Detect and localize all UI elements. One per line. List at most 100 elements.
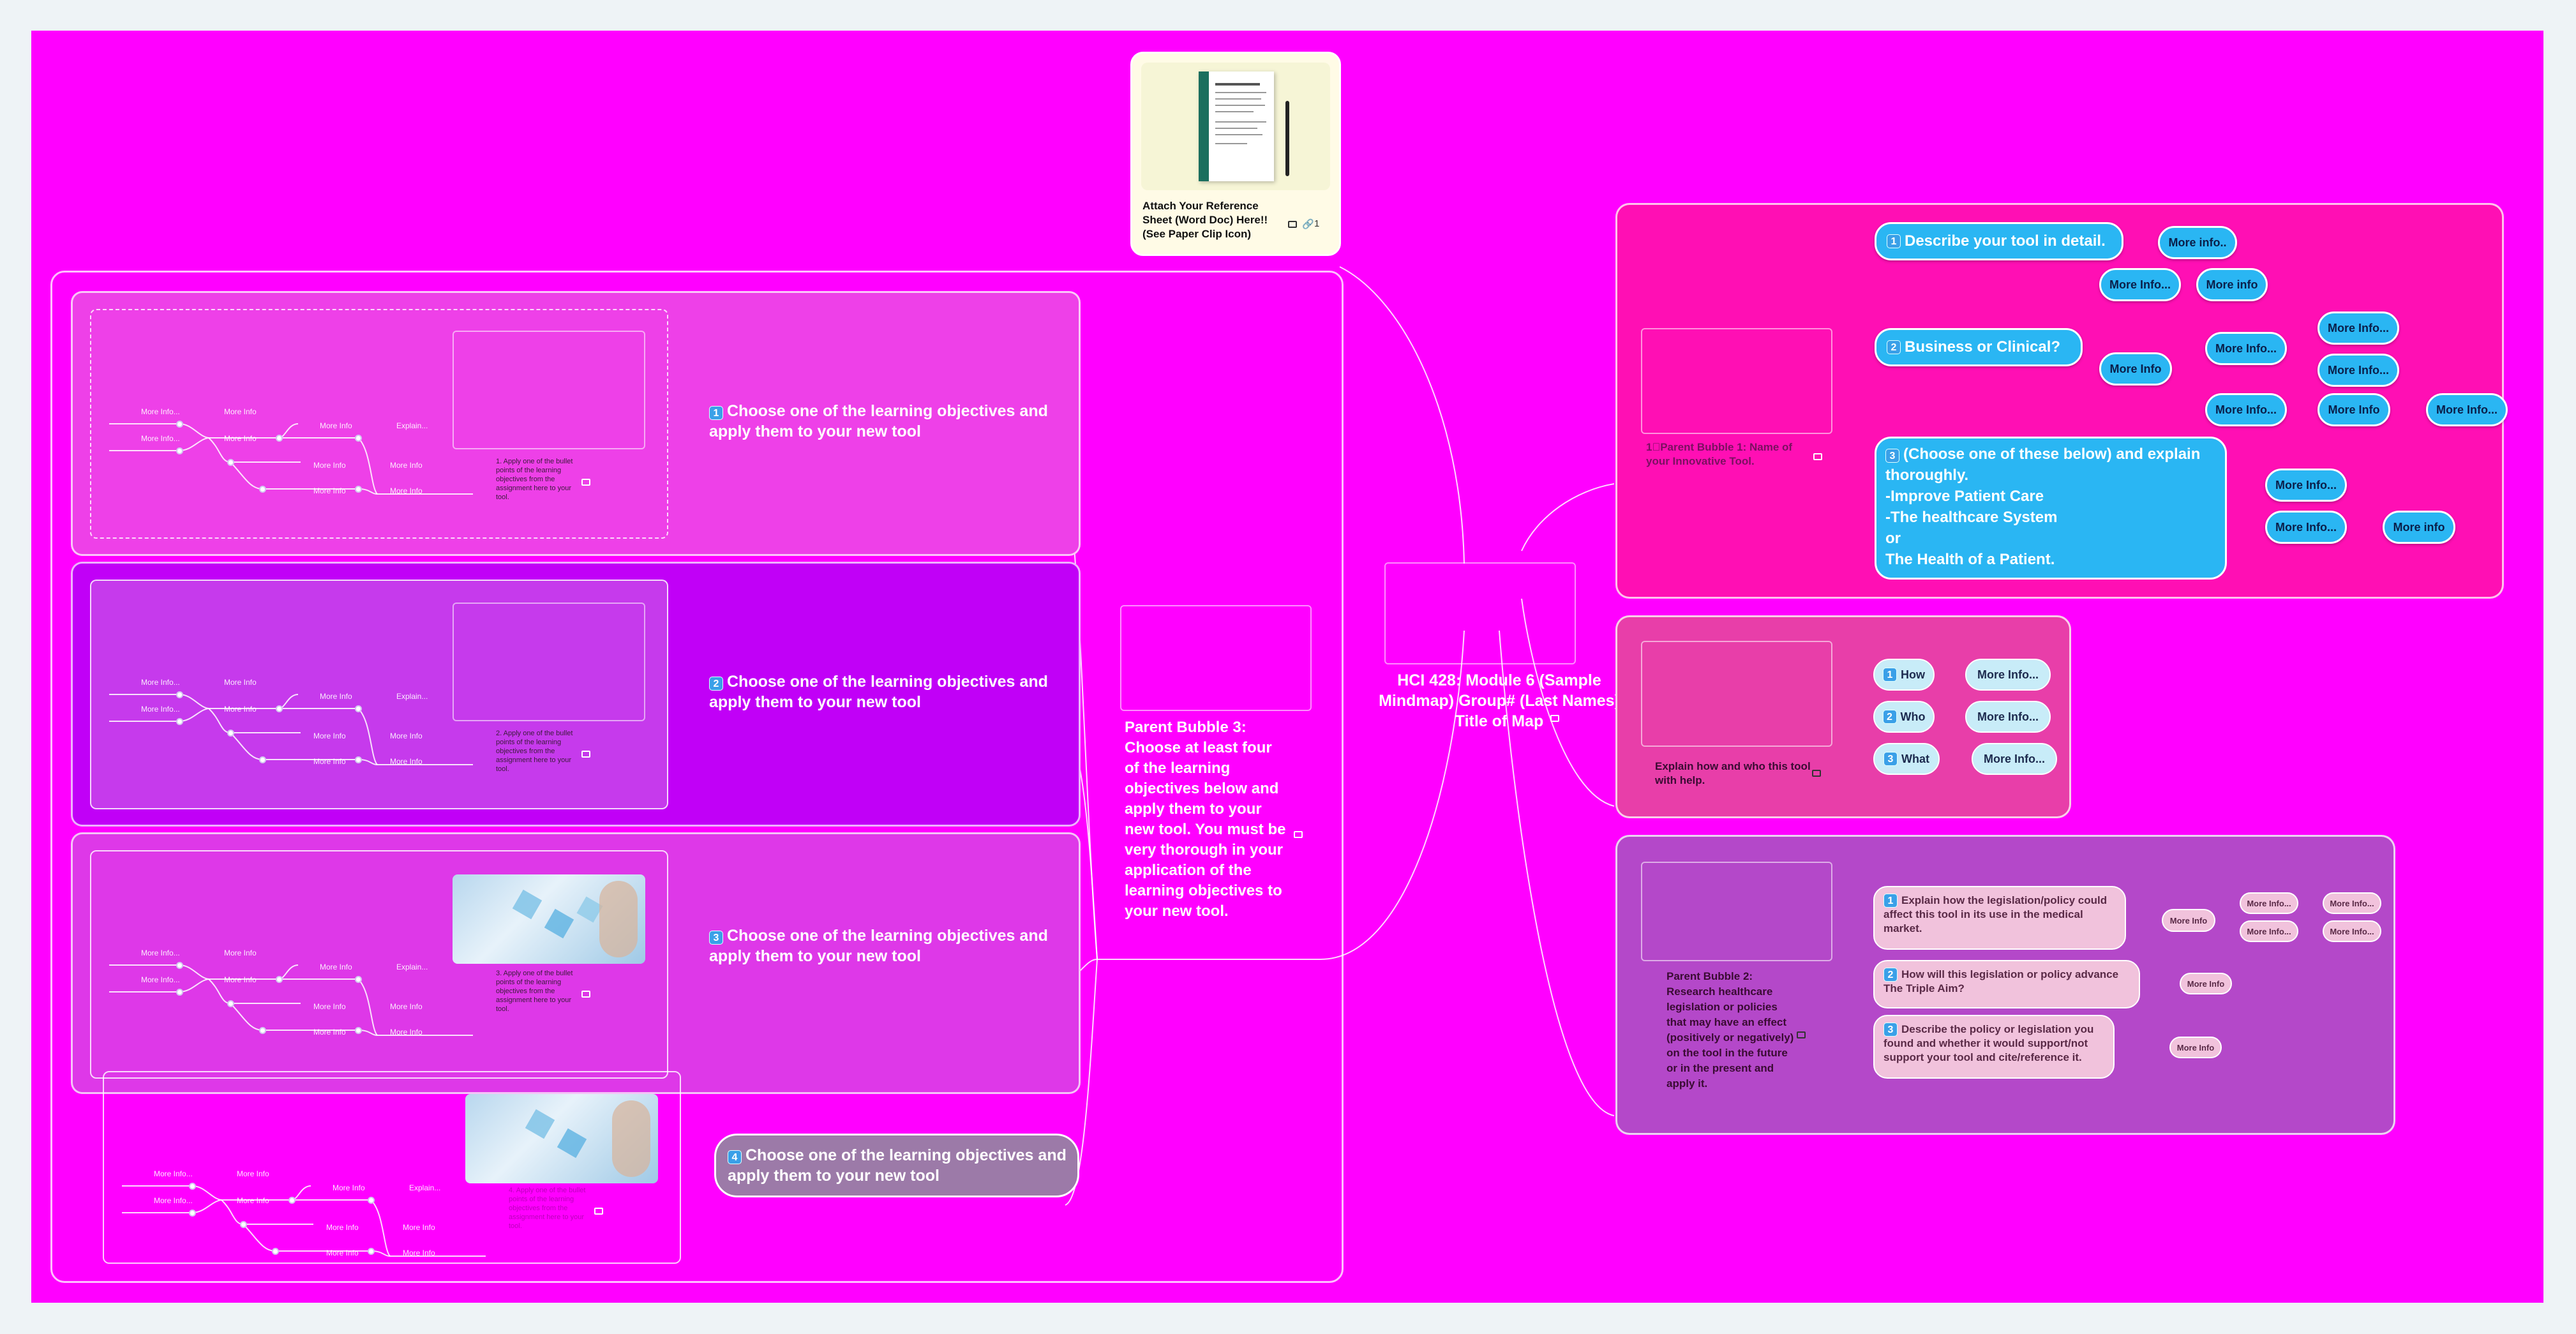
more-info-button[interactable]: More Info...: [1965, 701, 2051, 733]
more-info-button[interactable]: More Info...: [2205, 393, 2287, 426]
parent3-image[interactable]: [1120, 605, 1312, 711]
parent1-q3-pill[interactable]: 3(Choose one of these below) and explain…: [1875, 437, 2227, 580]
note-icon[interactable]: [581, 751, 590, 758]
more-info-node[interactable]: More Info: [326, 1248, 359, 1257]
central-image[interactable]: [1384, 562, 1576, 664]
more-info-node[interactable]: More Info: [224, 948, 257, 957]
more-info-button[interactable]: More Info...: [1965, 659, 2051, 691]
more-info-node[interactable]: More Info: [333, 1183, 365, 1192]
more-info-node[interactable]: More Info...: [141, 975, 180, 984]
objective-4-image[interactable]: [465, 1094, 658, 1183]
objective-3-submap[interactable]: [90, 850, 668, 1079]
more-info-button[interactable]: More Info...: [2318, 311, 2399, 345]
more-info-node[interactable]: More Info: [403, 1248, 435, 1257]
more-info-node[interactable]: More Info: [390, 757, 423, 766]
parent3-region[interactable]: [50, 271, 1344, 1283]
more-info-node[interactable]: More Info: [237, 1196, 269, 1205]
more-info-button[interactable]: More Info: [2162, 909, 2215, 932]
objective-1-image[interactable]: [453, 331, 645, 449]
more-info-node[interactable]: More Info: [224, 407, 257, 416]
explain-title[interactable]: Explain how and who this tool with help.: [1655, 760, 1811, 786]
note-icon[interactable]: [1294, 831, 1303, 838]
more-info-node[interactable]: More Info: [390, 731, 423, 740]
more-info-node[interactable]: Explain...: [396, 421, 428, 430]
note-icon[interactable]: [1797, 1031, 1806, 1038]
more-info-node[interactable]: More Info: [224, 975, 257, 984]
more-info-button[interactable]: More Info: [2180, 973, 2232, 994]
objective-2-image[interactable]: [453, 603, 645, 721]
more-info-node[interactable]: Explain...: [409, 1183, 441, 1192]
more-info-node[interactable]: More Info...: [154, 1169, 193, 1178]
more-info-node[interactable]: More Info: [390, 461, 423, 470]
paperclip-icon[interactable]: 🔗: [1302, 219, 1314, 230]
explain-image[interactable]: [1641, 641, 1832, 747]
more-info-button[interactable]: More Info...: [2323, 892, 2381, 914]
note-icon[interactable]: [581, 479, 590, 486]
note-icon[interactable]: [1550, 715, 1559, 722]
more-info-node[interactable]: More Info...: [141, 948, 180, 957]
image-icon[interactable]: [1288, 221, 1297, 228]
more-info-node[interactable]: More Info: [224, 678, 257, 687]
more-info-node[interactable]: More Info: [313, 1028, 346, 1037]
objective-2-submap[interactable]: [90, 580, 668, 809]
more-info-button[interactable]: More Info: [2099, 352, 2172, 386]
objective-1-submap[interactable]: [90, 309, 668, 539]
parent3-title[interactable]: Parent Bubble 3: Choose at least four of…: [1125, 719, 1286, 920]
more-info-button[interactable]: More Info...: [2205, 332, 2287, 365]
more-info-button[interactable]: More Info...: [2318, 354, 2399, 387]
more-info-button[interactable]: More Info...: [2426, 393, 2508, 426]
more-info-node[interactable]: More Info: [313, 757, 346, 766]
more-info-node[interactable]: More Info...: [141, 434, 180, 443]
more-info-button[interactable]: More Info...: [2265, 511, 2347, 544]
parent2-title[interactable]: Parent Bubble 2: Research healthcare leg…: [1666, 970, 1794, 1090]
more-info-node[interactable]: More Info: [237, 1169, 269, 1178]
more-info-node[interactable]: More Info: [390, 1028, 423, 1037]
more-info-node[interactable]: More Info: [224, 705, 257, 714]
note-icon[interactable]: [1812, 770, 1821, 777]
more-info-node[interactable]: Explain...: [396, 963, 428, 971]
more-info-button[interactable]: More info: [2196, 268, 2268, 301]
more-info-node[interactable]: More Info: [313, 486, 346, 495]
more-info-node[interactable]: More Info...: [154, 1196, 193, 1205]
more-info-node[interactable]: More Info...: [141, 678, 180, 687]
more-info-node[interactable]: More Info: [326, 1223, 359, 1232]
more-info-node[interactable]: More Info: [320, 963, 352, 971]
more-info-button[interactable]: More Info...: [2240, 892, 2298, 914]
more-info-node[interactable]: More Info...: [141, 705, 180, 714]
more-info-node[interactable]: More Info: [403, 1223, 435, 1232]
mindmap-canvas[interactable]: Attach Your Reference Sheet (Word Doc) H…: [31, 31, 2543, 1303]
parent1-image[interactable]: [1641, 328, 1832, 434]
more-info-node[interactable]: More Info: [390, 486, 423, 495]
more-info-node[interactable]: More Info...: [141, 407, 180, 416]
more-info-node[interactable]: More Info: [390, 1002, 423, 1011]
note-icon[interactable]: [581, 991, 590, 998]
more-info-node[interactable]: More Info: [313, 731, 346, 740]
objective-1-panel[interactable]: [71, 291, 1081, 556]
parent2-image[interactable]: [1641, 862, 1832, 961]
note-icon[interactable]: [1813, 453, 1822, 460]
more-info-button[interactable]: More Info: [2318, 393, 2390, 426]
more-info-button[interactable]: More Info...: [2265, 468, 2347, 502]
more-info-node[interactable]: More Info: [313, 1002, 346, 1011]
more-info-button[interactable]: More info: [2383, 511, 2455, 544]
more-info-node[interactable]: Explain...: [396, 692, 428, 701]
more-info-node[interactable]: More Info: [320, 692, 352, 701]
more-info-button[interactable]: More info..: [2158, 226, 2237, 259]
more-info-button[interactable]: More Info: [2169, 1037, 2222, 1058]
objective-4-submap[interactable]: [103, 1071, 681, 1264]
more-info-button[interactable]: More Info...: [2099, 268, 2181, 301]
reference-card[interactable]: Attach Your Reference Sheet (Word Doc) H…: [1130, 52, 1341, 256]
more-info-button[interactable]: More Info...: [2323, 920, 2381, 942]
